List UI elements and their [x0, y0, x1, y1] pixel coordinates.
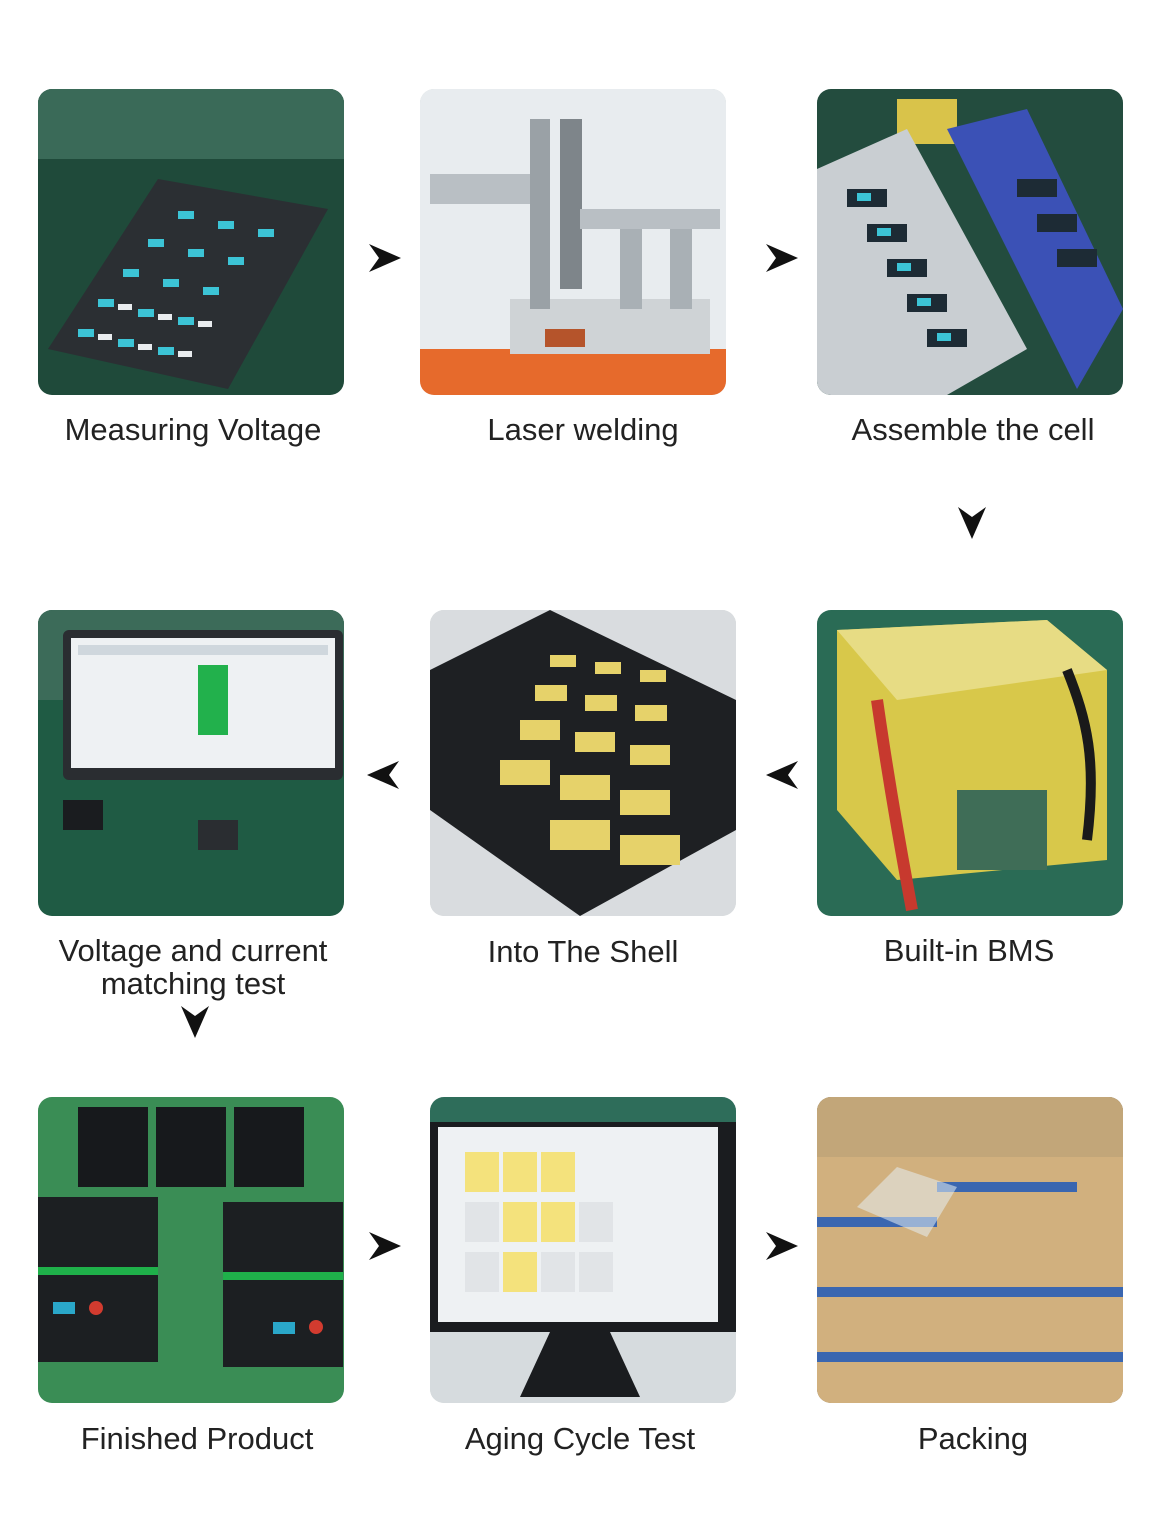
- assemble-cell-photo: [817, 89, 1123, 395]
- finished-product-photo: [38, 1097, 344, 1403]
- measuring-voltage-caption: Measuring Voltage: [64, 412, 322, 447]
- arrow-right-2: [762, 238, 802, 278]
- built-in-bms-caption: Built-in BMS: [883, 933, 1055, 968]
- voltage-current-test-photo: [38, 610, 344, 916]
- voltage-current-test-caption: Voltage and current matching test: [58, 933, 328, 1001]
- laser-welding-photo: [420, 89, 726, 395]
- laser-welding-caption: Laser welding: [487, 412, 679, 447]
- arrow-down-2: [175, 1002, 215, 1042]
- arrow-right-4: [762, 1226, 802, 1266]
- arrow-left-1: [762, 755, 802, 795]
- arrow-right-3: [365, 1226, 405, 1266]
- built-in-bms-photo: [817, 610, 1123, 916]
- measuring-voltage-photo: [38, 89, 344, 395]
- aging-cycle-test-caption: Aging Cycle Test: [464, 1421, 696, 1456]
- into-shell-caption: Into The Shell: [487, 934, 679, 969]
- finished-product-caption: Finished Product: [80, 1421, 314, 1456]
- arrow-down-1: [952, 503, 992, 543]
- packing-caption: Packing: [917, 1421, 1029, 1456]
- aging-cycle-test-photo: [430, 1097, 736, 1403]
- assemble-cell-caption: Assemble the cell: [851, 412, 1095, 447]
- arrow-left-2: [363, 755, 403, 795]
- into-shell-photo: [430, 610, 736, 916]
- arrow-right-1: [365, 238, 405, 278]
- packing-photo: [817, 1097, 1123, 1403]
